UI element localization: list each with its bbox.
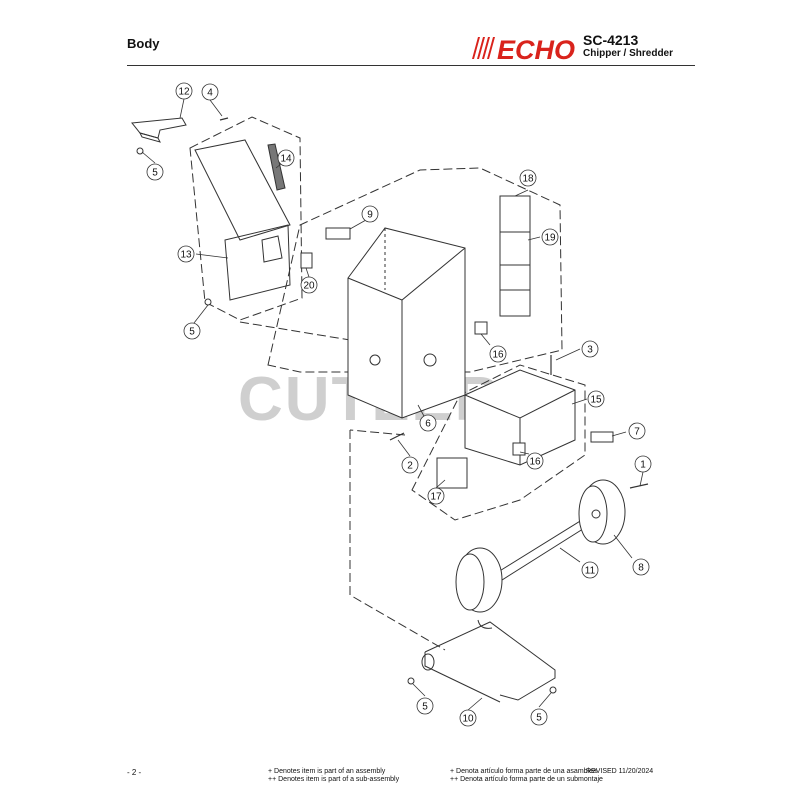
callout-circle: [530, 708, 548, 726]
callout-label: 5: [152, 168, 158, 179]
callout-circle: [519, 169, 537, 187]
callout-circle: [401, 456, 419, 474]
decal-part-7: [590, 431, 614, 443]
body-assembly-outline: [267, 167, 563, 373]
callout-circle: [526, 452, 544, 470]
revision-date: REVISED 11/20/2024: [586, 768, 654, 775]
footnote-es: + Denota artículo forma parte de una asa…: [450, 768, 603, 784]
callout-circle: [146, 163, 164, 181]
callout-label: 4: [207, 88, 213, 99]
callout-label: 6: [425, 419, 431, 430]
callout-label: 7: [634, 427, 640, 438]
main-body-part: [347, 227, 466, 419]
wheel-right: [578, 479, 626, 545]
product-subtitle: Chipper / Shredder: [583, 48, 674, 59]
footnote-en-subassembly: ++ Denotes item is part of a sub-assembl…: [268, 776, 400, 783]
callout-circle: [587, 390, 605, 408]
frame-part: [421, 619, 556, 703]
callout-label: 13: [180, 250, 192, 261]
callout-circle: [634, 455, 652, 473]
page-title: Body: [127, 36, 160, 51]
callout-circle: [183, 322, 201, 340]
callout-circle: [628, 422, 646, 440]
callout-circle: [277, 149, 295, 167]
callout-label: 2: [407, 461, 413, 472]
echo-logo: ECHO: [472, 35, 575, 63]
callout-label: 8: [638, 563, 644, 574]
callout-circle: [416, 697, 434, 715]
callout-label: 10: [462, 714, 474, 725]
leader-lines: [141, 98, 644, 711]
callout-circle: [632, 558, 650, 576]
callout-circle: [581, 561, 599, 579]
footnote-es-subassembly: ++ Denota artículo forma parte de un sub…: [450, 776, 603, 783]
decal-strip-part: [499, 195, 531, 317]
footnote-es-assembly: + Denota artículo forma parte de una asa…: [450, 768, 597, 775]
callout-circle: [361, 205, 379, 223]
callout-circle: [427, 487, 445, 505]
hopper-assembly-outline: [411, 364, 586, 521]
warning-decal-16a: [474, 321, 488, 335]
callout-label: 11: [585, 566, 596, 577]
handle-part: [131, 117, 187, 143]
decal-part-20: [300, 252, 313, 269]
callout-label: 17: [430, 492, 442, 503]
callout-circle: [419, 414, 437, 432]
callout-label: 5: [422, 702, 428, 713]
chute-part: [194, 139, 291, 301]
header-rule: [127, 65, 695, 66]
footnote-en: + Denotes item is part of an assembly ++…: [268, 768, 399, 784]
wheel-left: [455, 547, 503, 613]
callout-label: 3: [587, 345, 593, 356]
callout-label: 16: [529, 457, 541, 468]
callout-label: 18: [522, 174, 534, 185]
callout-label: 9: [367, 210, 373, 221]
callout-circle: [201, 83, 219, 101]
frame-guide-line: [349, 430, 446, 651]
callout-label: 5: [189, 327, 195, 338]
page-number: - 2 -: [127, 768, 142, 777]
callout-label: 19: [544, 233, 556, 244]
callout-circle: [300, 276, 318, 294]
brand-text: ECHO: [497, 35, 575, 63]
callout-circle: [175, 82, 193, 100]
callout-label: 12: [178, 87, 190, 98]
chute-assembly-outline: [189, 116, 303, 321]
callout-label: 16: [492, 350, 504, 361]
callout-circle: [581, 340, 599, 358]
decal-part-9: [325, 227, 351, 240]
footnote-en-assembly: + Denotes item is part of an assembly: [268, 768, 386, 775]
callout-circle: [489, 345, 507, 363]
callout-circle: [177, 245, 195, 263]
callout-label: 5: [536, 713, 542, 724]
callout-circle: [541, 228, 559, 246]
callout-label: 14: [280, 154, 292, 165]
callout-label: 20: [303, 281, 315, 292]
warning-decal-16b: [512, 442, 526, 456]
callout-label: 15: [590, 395, 602, 406]
callout-circle: [459, 709, 477, 727]
bolts: [219, 117, 649, 489]
callout-label: 1: [640, 460, 646, 471]
hopper-part: [464, 369, 576, 466]
model-number: SC-4213: [583, 32, 639, 48]
